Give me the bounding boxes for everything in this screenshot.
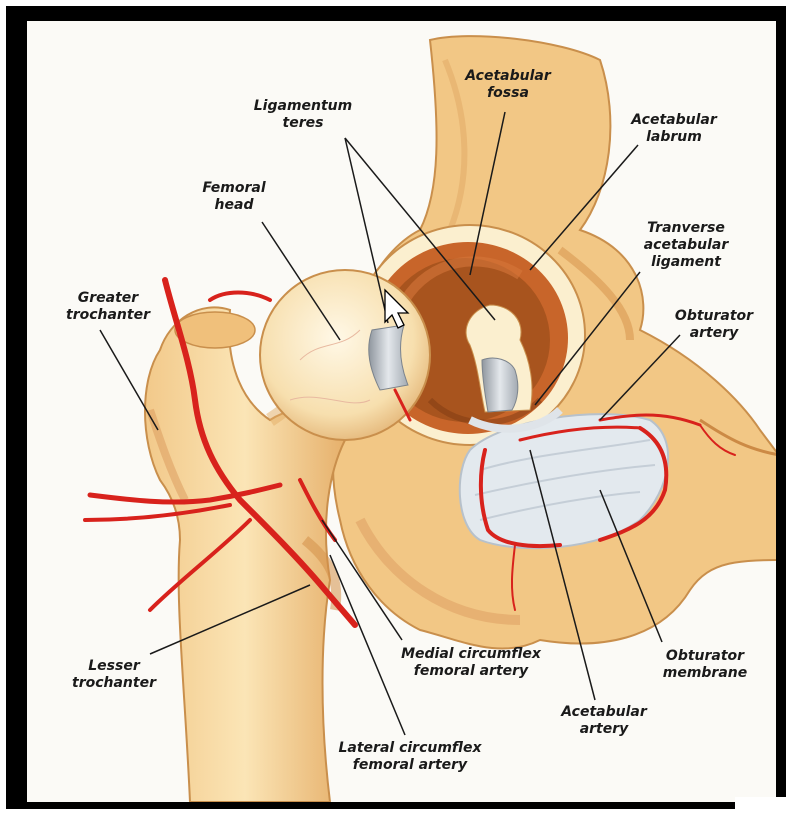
label-transverse-ligament: Tranverse acetabular ligament: [634, 220, 738, 271]
frame-corner: [735, 797, 786, 809]
label-greater-trochanter: Greater trochanter: [56, 290, 160, 324]
femoral-head-shape: [260, 270, 430, 440]
label-femoral-head: Femoral head: [192, 180, 276, 214]
label-lateral-circumflex: Lateral circumflex femoral artery: [330, 740, 490, 774]
label-obturator-membrane: Obturator membrane: [653, 648, 757, 682]
label-acetabular-labrum: Acetabular labrum: [622, 112, 726, 146]
label-lesser-trochanter: Lesser trochanter: [64, 658, 164, 692]
label-acetabular-fossa: Acetabular fossa: [456, 68, 560, 102]
label-ligamentum-teres: Ligamentum teres: [248, 98, 358, 132]
ligamentum-teres-stump-fossa: [482, 358, 518, 412]
label-medial-circumflex: Medial circumflex femoral artery: [396, 646, 546, 680]
label-acetabular-artery: Acetabular artery: [552, 704, 656, 738]
label-obturator-artery: Obturator artery: [666, 308, 762, 342]
